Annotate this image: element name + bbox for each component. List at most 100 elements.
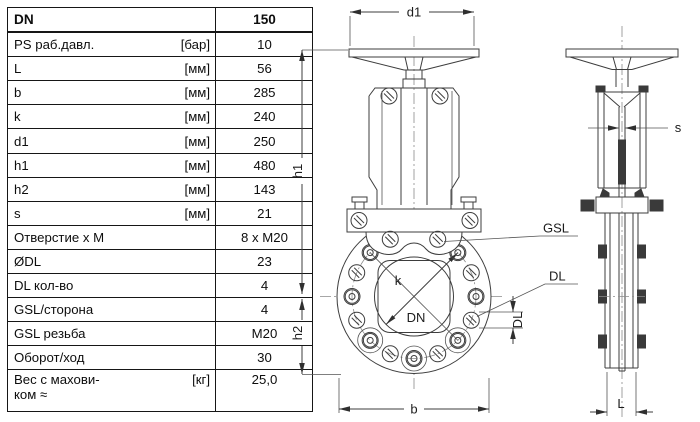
dim-b: b (338, 378, 490, 417)
front-view: k DN (290, 5, 578, 417)
bore-circle (374, 256, 454, 337)
table-row: b [мм] 285 (7, 80, 313, 106)
param-name: b (14, 85, 22, 101)
param-value-cell: 480 (215, 152, 313, 178)
handwheel-front (348, 48, 480, 79)
table-row: Вес с махови- ком ≈ [кг] 25,0 (7, 369, 313, 413)
label-gsl: GSL (443, 221, 578, 242)
param-name-cell: h1 [мм] (7, 152, 216, 178)
param-name: h1 (14, 157, 29, 173)
param-value-cell: 250 (215, 128, 313, 154)
flange-bolt-holes (343, 244, 485, 367)
dim-label-d1: d1 (407, 5, 421, 20)
param-name: s (14, 205, 21, 221)
param-value-cell: 150 (215, 7, 313, 34)
table-row: h1 [мм] 480 (7, 152, 313, 178)
param-name-cell: DN (7, 7, 216, 34)
param-name: ØDL (14, 253, 42, 269)
param-value-cell: 285 (215, 80, 313, 106)
param-name: GSL/сторона (14, 302, 94, 318)
param-value-cell: 8 x M20 (215, 224, 313, 250)
dim-l: L (590, 372, 653, 416)
yoke-front (368, 78, 460, 209)
param-name: d1 (14, 133, 29, 149)
valve-technical-drawing: k DN (290, 5, 682, 420)
param-unit: [мм] (184, 205, 210, 221)
param-unit: [мм] (184, 181, 210, 197)
dim-dl: DL (479, 296, 525, 344)
param-name-cell: d1 [мм] (7, 128, 216, 154)
label-dl: DL (476, 269, 578, 317)
param-name-cell: b [мм] (7, 80, 216, 106)
param-name-cell: s [мм] (7, 200, 216, 226)
param-name: PS раб.давл. (14, 37, 95, 53)
param-name-cell: Отверстие x M (7, 224, 216, 250)
param-name-cell: Оборот/ход (7, 345, 216, 371)
table-row: Отверстие x M 8 x M20 (7, 224, 313, 250)
dim-label-h1: h1 (290, 164, 305, 178)
gate-seat (377, 260, 451, 333)
handwheel-side (565, 48, 679, 87)
dim-d1: d1 (349, 5, 475, 46)
param-name: Вес с махови- ком ≈ (14, 372, 100, 403)
param-name-cell: GSL резьба (7, 321, 216, 347)
param-name: k (14, 109, 21, 125)
dim-label-k: k (395, 273, 402, 288)
param-unit: [мм] (184, 109, 210, 125)
table-row: L[мм]56 (7, 56, 313, 82)
param-value-cell: 10 (215, 31, 313, 58)
dim-label-l: L (617, 396, 624, 411)
gsl-label-text: GSL (543, 221, 569, 236)
param-name-cell: k [мм] (7, 104, 216, 130)
param-name: DN (14, 12, 34, 28)
param-name: DL кол-во (14, 278, 74, 294)
param-name: Отверстие x M (14, 229, 105, 245)
dim-label-dn: DN (407, 310, 426, 325)
param-name-cell: h2 [мм] (7, 176, 216, 202)
dl-label-text: DL (549, 269, 566, 284)
param-name: GSL резьба (14, 326, 86, 342)
table-row: PS раб.давл. [бар] 10 (7, 31, 313, 58)
param-name-cell: ØDL (7, 248, 216, 275)
param-name-cell: Вес с махови- ком ≈ [кг] (7, 369, 216, 413)
param-unit: [кг] (192, 372, 210, 388)
param-value-cell: 143 (215, 176, 313, 202)
dim-label-dl: DL (510, 312, 525, 329)
param-name: L (14, 61, 22, 77)
table-row: d1 [мм] 250 (7, 128, 313, 154)
yoke-side (595, 85, 649, 198)
param-unit: [мм] (184, 133, 210, 149)
param-name-cell: PS раб.давл. [бар] (7, 31, 216, 58)
dim-h2: h2 (290, 299, 341, 375)
param-name-cell: GSL/сторона (7, 297, 216, 323)
dim-label-s: s (675, 120, 682, 135)
table-row: s [мм] 21 (7, 200, 313, 226)
param-name: Оборот/ход (14, 350, 85, 366)
side-view: s L (565, 26, 682, 420)
param-name-cell: L [мм] (7, 56, 216, 82)
param-unit: [мм] (184, 157, 210, 173)
param-value-cell: M20 (215, 321, 313, 347)
param-name: h2 (14, 181, 29, 197)
param-name-cell: DL кол-во (7, 273, 216, 299)
dim-s: s (588, 120, 682, 135)
param-value-cell: 21 (215, 200, 313, 226)
table-row: h2 [мм] 143 (7, 176, 313, 202)
table-row: GSL резьба M20 (7, 321, 313, 347)
table-row: DN 150 (7, 7, 313, 34)
param-unit: [мм] (184, 85, 210, 101)
param-unit: [мм] (184, 61, 210, 77)
param-value-cell: 23 (215, 248, 313, 275)
table-row: k[мм]240 (7, 104, 313, 130)
dim-label-b: b (410, 402, 417, 417)
bonnet-plate-holes (350, 87, 479, 248)
dim-label-h2: h2 (290, 326, 305, 340)
table-row: ØDL 23 (7, 248, 313, 275)
param-value-cell: 25,0 (215, 369, 313, 413)
param-unit: [бар] (180, 37, 210, 53)
body-side (580, 196, 664, 372)
